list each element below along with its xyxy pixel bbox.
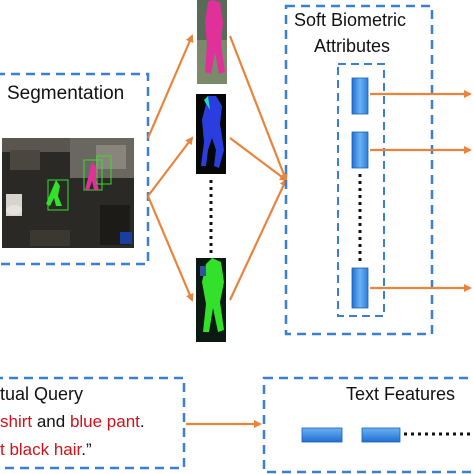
attribute-output-arrows — [370, 90, 472, 292]
crops-to-attributes-arrows — [228, 35, 288, 301]
attribute-bar-1 — [351, 77, 369, 115]
query-word-and: and — [32, 412, 70, 431]
soft-biometric-title-line1: Soft Biometric — [294, 10, 407, 30]
query-word-shirt: shirt — [0, 412, 33, 431]
text-features-title: Text Features — [346, 384, 456, 404]
attribute-bar-2 — [351, 131, 369, 169]
person-crop-green — [196, 258, 226, 342]
query-line2-end: .” — [81, 440, 92, 459]
textual-query-box — [0, 376, 186, 470]
query-line1-period: . — [139, 412, 145, 431]
text-feature-bar-2 — [361, 427, 401, 443]
segmentation-title: Segmentation — [7, 83, 125, 104]
attribute-column-box — [337, 63, 385, 317]
query-line-1: shirt and blue pant. — [0, 412, 145, 432]
query-word-blue-pant: blue pant — [69, 412, 140, 431]
text-feature-bar-1 — [301, 427, 343, 443]
segmentation-to-crops-arrows — [146, 34, 194, 302]
segmentation-box — [0, 72, 150, 266]
soft-biometric-box — [284, 4, 434, 336]
textual-query-title: tual Query — [0, 384, 84, 404]
surveillance-image — [2, 138, 134, 248]
soft-biometric-title-line2: Attributes — [314, 36, 391, 56]
text-features-box — [262, 376, 474, 474]
query-word-black-hair: t black hair — [0, 440, 82, 459]
query-line-2: t black hair.” — [0, 440, 92, 460]
person-crop-magenta — [197, 0, 227, 84]
person-crop-blue — [196, 94, 226, 174]
attribute-bar-3 — [351, 267, 369, 309]
